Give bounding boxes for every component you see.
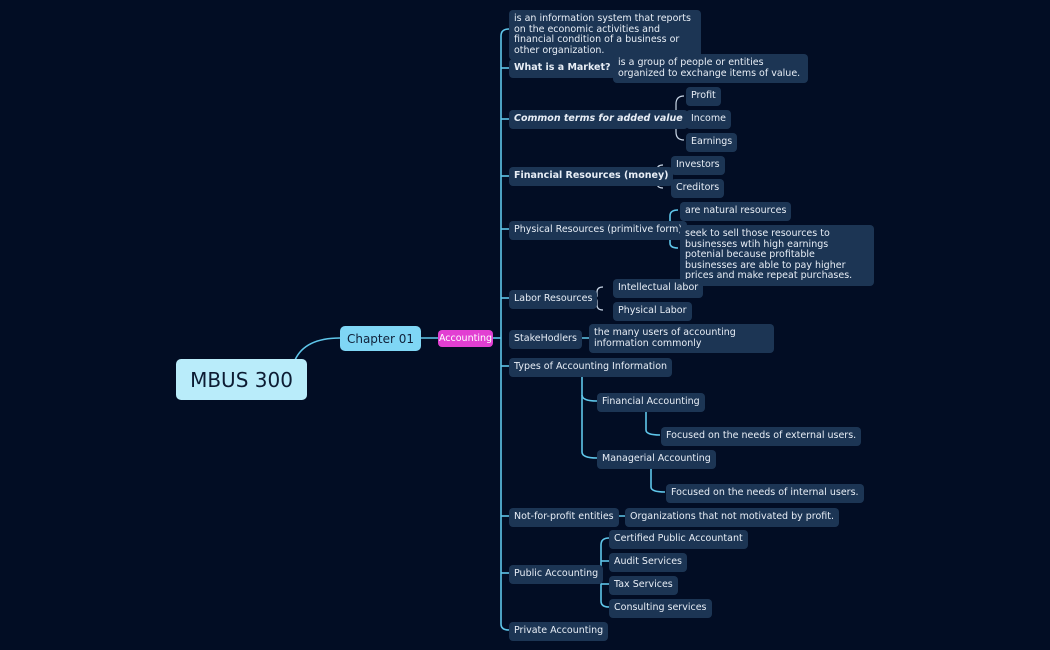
root-node[interactable]: MBUS 300 (176, 359, 307, 400)
managerial-accounting-note[interactable]: Focused on the needs of internal users. (666, 484, 864, 503)
added-value-item-earnings[interactable]: Earnings (686, 133, 738, 152)
financial-accounting-node[interactable]: Financial Accounting (597, 393, 705, 412)
public-accounting-item-tax[interactable]: Tax Services (609, 576, 678, 595)
not-for-profit-answer[interactable]: Organizations that not motivated by prof… (625, 508, 840, 527)
not-for-profit-node[interactable]: Not-for-profit entities (509, 508, 619, 527)
managerial-accounting-node[interactable]: Managerial Accounting (597, 450, 716, 469)
public-accounting-item-audit[interactable]: Audit Services (609, 553, 687, 572)
stakeholders-node[interactable]: StakeHodlers (509, 330, 582, 349)
financial-resources-item-creditors[interactable]: Creditors (671, 179, 725, 198)
added-value-node[interactable]: Common terms for added value (509, 110, 688, 129)
financial-resources-item-investors[interactable]: Investors (671, 156, 725, 175)
public-accounting-item-cpa[interactable]: Certified Public Accountant (609, 530, 748, 549)
accounting-node[interactable]: Accounting (438, 330, 493, 347)
physical-resources-item-seek[interactable]: seek to sell those resources to business… (680, 225, 874, 286)
accounting-definition[interactable]: is an information system that reports on… (509, 10, 701, 60)
added-value-item-income[interactable]: Income (686, 110, 731, 129)
types-node[interactable]: Types of Accounting Information (509, 358, 673, 377)
stakeholders-answer[interactable]: the many users of accounting information… (589, 324, 774, 353)
financial-resources-node[interactable]: Financial Resources (money) (509, 167, 674, 186)
labor-resources-item-physical[interactable]: Physical Labor (613, 302, 692, 321)
market-answer[interactable]: is a group of people or entities organiz… (613, 54, 808, 83)
chapter-node[interactable]: Chapter 01 (340, 326, 421, 351)
labor-resources-item-intellectual[interactable]: Intellectual labor (613, 279, 704, 298)
added-value-item-profit[interactable]: Profit (686, 87, 721, 106)
labor-resources-node[interactable]: Labor Resources (509, 290, 598, 309)
public-accounting-node[interactable]: Public Accounting (509, 565, 604, 584)
public-accounting-item-consulting[interactable]: Consulting services (609, 599, 712, 618)
market-node[interactable]: What is a Market? (509, 59, 616, 78)
physical-resources-item-natural[interactable]: are natural resources (680, 202, 792, 221)
private-accounting-node[interactable]: Private Accounting (509, 622, 609, 641)
physical-resources-node[interactable]: Physical Resources (primitive form) (509, 221, 688, 240)
financial-accounting-note[interactable]: Focused on the needs of external users. (661, 427, 862, 446)
